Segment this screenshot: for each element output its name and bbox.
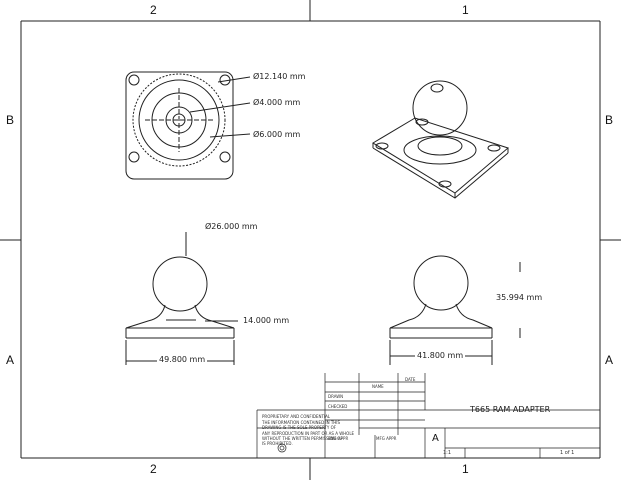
- side-view: [389, 255, 521, 365]
- drawing-title: T665 RAM ADAPTER: [470, 405, 551, 414]
- tb-size: A: [432, 433, 439, 444]
- tb-drawn: DRAWN: [328, 394, 344, 399]
- tb-name-header: NAME: [372, 384, 384, 389]
- dim-width-41: 41.800 mm: [415, 351, 466, 360]
- zone-top-2: 2: [150, 3, 157, 17]
- tb-notice-3: ANY REPRODUCTION IN PART OR AS A WHOLE: [262, 431, 355, 436]
- dim-diameter-6: Ø6.000 mm: [253, 130, 301, 139]
- dim-diameter-26: Ø26.000 mm: [205, 222, 258, 231]
- tb-checked: CHECKED: [328, 404, 348, 409]
- dim-diameter-12: Ø12.140 mm: [253, 72, 306, 81]
- tb-notice-1: THE INFORMATION CONTAINED IN THIS: [262, 420, 341, 425]
- tb-sheet: 1 of 1: [560, 450, 575, 456]
- title-block: [256, 373, 600, 458]
- tb-scale: 1:1: [443, 450, 452, 456]
- tb-mfg-appr: MFG APPR: [376, 436, 397, 441]
- zone-right-b: B: [605, 113, 614, 127]
- dim-height-14: 14.000 mm: [243, 316, 290, 325]
- zone-top-1: 1: [462, 3, 469, 17]
- zone-left-b: B: [6, 113, 15, 127]
- tb-notice-2: DRAWING IS THE SOLE PROPERTY OF: [262, 425, 337, 430]
- zone-right-a: A: [605, 353, 614, 367]
- zone-bottom-1: 1: [462, 462, 469, 476]
- top-view: [125, 71, 251, 180]
- zone-bottom-2: 2: [150, 462, 157, 476]
- tb-date-header: DATE: [405, 377, 416, 382]
- dim-width-49: 49.800 mm: [157, 355, 208, 364]
- tb-eng-appr: ENG APPR: [328, 436, 349, 441]
- front-view: [125, 232, 238, 365]
- tb-notice-5: IS PROHIBITED.: [262, 441, 293, 446]
- dim-diameter-4: Ø4.000 mm: [253, 98, 301, 107]
- tb-notice-4: WITHOUT THE WRITTEN PERMISSION OF: [262, 436, 343, 441]
- dim-height-35: 35.994 mm: [496, 293, 543, 302]
- zone-left-a: A: [6, 353, 15, 367]
- tb-proprietary: PROPRIETARY AND CONFIDENTIAL: [262, 414, 331, 419]
- iso-view: [372, 80, 510, 199]
